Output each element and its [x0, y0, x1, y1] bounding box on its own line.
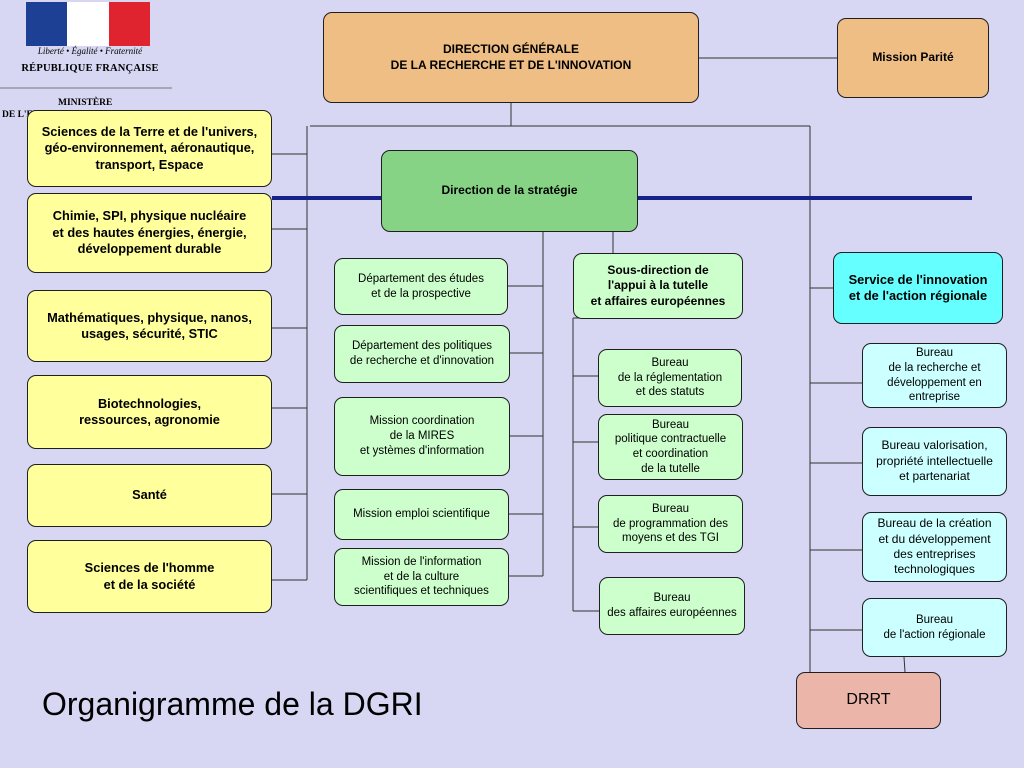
logo-ministry-name: DE L'E — [2, 110, 33, 120]
strategy-unit-box: Département des politiques de recherche … — [334, 325, 510, 383]
page-title: Organigramme de la DGRI — [42, 686, 423, 722]
bureau-box: Bureau des affaires européennes — [599, 577, 745, 635]
drrt-box: DRRT — [796, 672, 941, 729]
strategy-unit-box: Mission de l'information et de la cultur… — [334, 548, 509, 606]
bureau-box: Bureau politique contractuelle et coordi… — [598, 414, 743, 480]
sector-box: Mathématiques, physique, nanos, usages, … — [27, 290, 272, 362]
sector-box: Sciences de l'homme et de la société — [27, 540, 272, 613]
republique-francaise-logo: Liberté • Égalité • Fraternité RÉPUBLIQU… — [0, 0, 178, 128]
strategy-unit-box: Mission coordination de la MIRES et ystè… — [334, 397, 510, 476]
bureau-box: Bureau de programmation des moyens et de… — [598, 495, 743, 553]
sous-direction-box: Sous-direction de l'appui à la tutelle e… — [573, 253, 743, 319]
sector-box: Chimie, SPI, physique nucléaire et des h… — [27, 193, 272, 273]
service-innovation-box: Service de l'innovation et de l'action r… — [833, 252, 1003, 324]
service-bureau-box: Bureau de l'action régionale — [862, 598, 1007, 657]
logo-motto: Liberté • Égalité • Fraternité — [37, 46, 143, 56]
sector-box: Santé — [27, 464, 272, 527]
sector-box: Biotechnologies, ressources, agronomie — [27, 375, 272, 449]
service-bureau-box: Bureau de la création et du développemen… — [862, 512, 1007, 582]
bureau-box: Bureau de la réglementation et des statu… — [598, 349, 742, 407]
service-bureau-box: Bureau valorisation, propriété intellect… — [862, 427, 1007, 496]
sector-box: Sciences de la Terre et de l'univers, gé… — [27, 110, 272, 187]
mission-parite-box: Mission Parité — [837, 18, 989, 98]
strategy-unit-box: Mission emploi scientifique — [334, 489, 509, 540]
direction-generale-box: DIRECTION GÉNÉRALE DE LA RECHERCHE ET DE… — [323, 12, 699, 103]
marianne-flag-icon — [26, 2, 150, 46]
direction-strategie-box: Direction de la stratégie — [381, 150, 638, 232]
strategy-unit-box: Département des études et de la prospect… — [334, 258, 508, 315]
logo-republic: RÉPUBLIQUE FRANÇAISE — [21, 63, 159, 74]
logo-ministry: MINISTÈRE — [58, 98, 113, 108]
service-bureau-box: Bureau de la recherche et développement … — [862, 343, 1007, 408]
